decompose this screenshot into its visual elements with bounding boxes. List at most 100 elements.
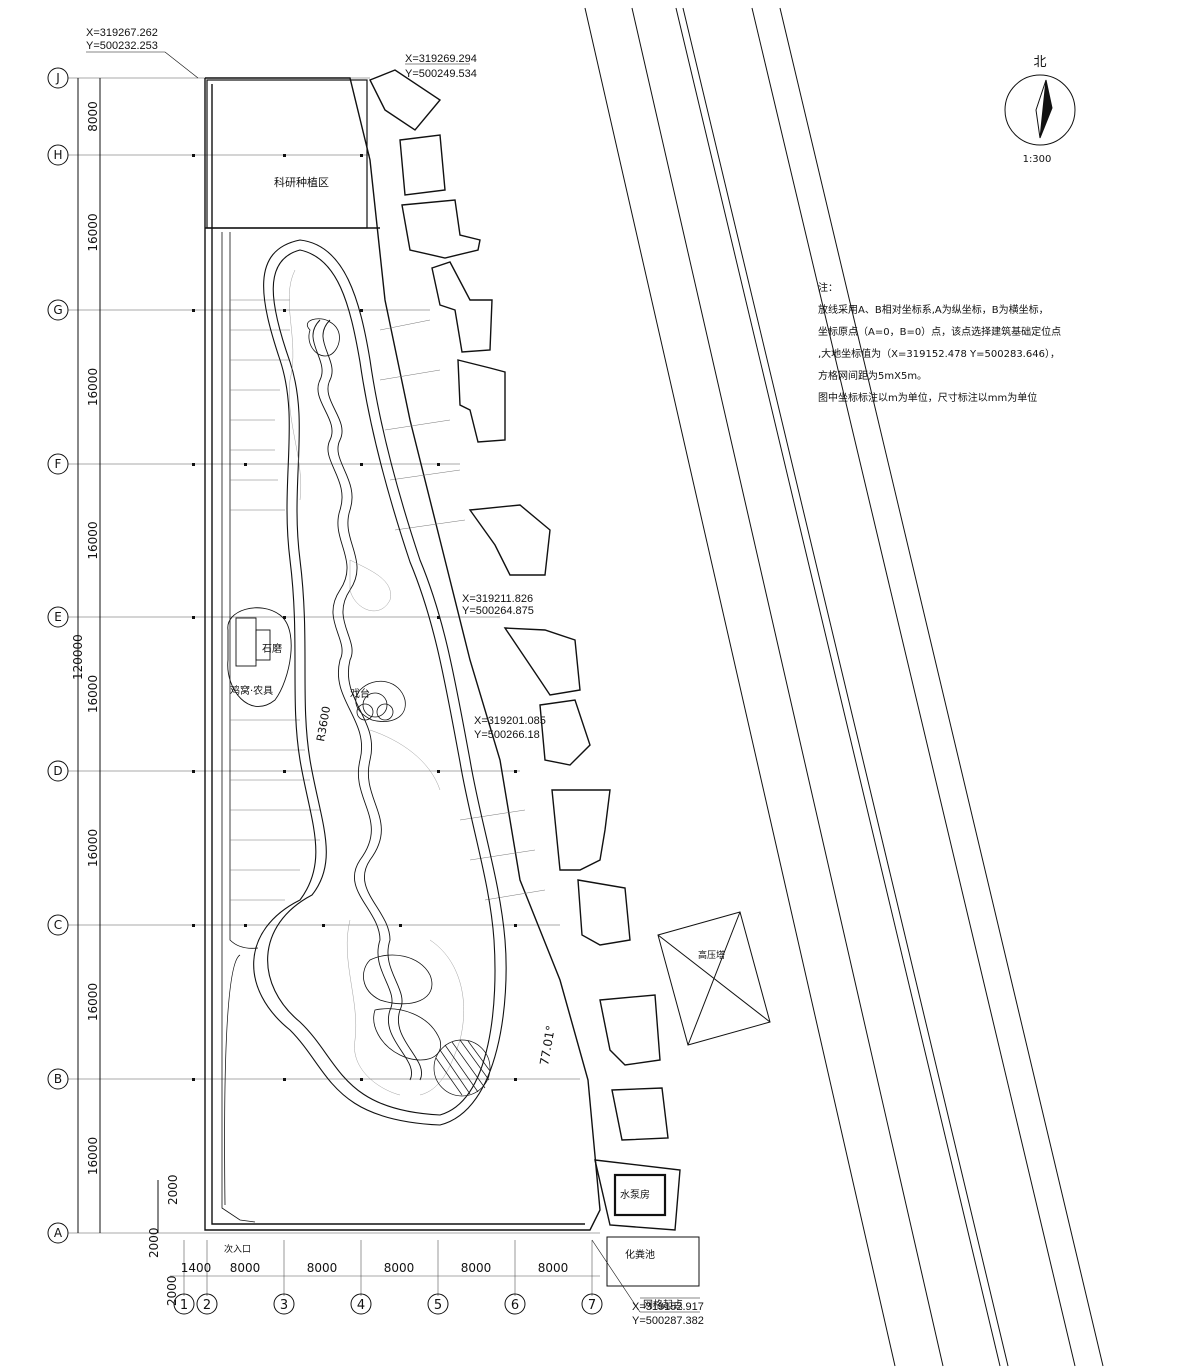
dim-2000-left-b: 2000 (165, 1275, 179, 1306)
inner-stream-path (312, 319, 423, 1081)
dim-2000-vertical: 2000 (166, 1174, 180, 1205)
row-marker-circle (47, 1222, 69, 1244)
row-dimension-text: 16000 (86, 521, 100, 559)
row-marker-circle (47, 760, 69, 782)
grid-origin-label: 网格起点 (643, 1298, 683, 1311)
left-dimension-chain (77, 78, 159, 1233)
column-dimension-text: 8000 (307, 1261, 338, 1275)
column-dimension-text: 8000 (384, 1261, 415, 1275)
row-dimension-text: 16000 (86, 983, 100, 1021)
notes-line-4: 方格网间距为5mX5m。 (818, 371, 928, 382)
row-marker-label: C (54, 918, 62, 932)
row-grid-lines (68, 77, 600, 1234)
column-dimension-text: 1400 (181, 1261, 212, 1275)
planting-stripes (230, 299, 546, 901)
row-marker-label: D (53, 764, 62, 778)
coord-middle-y: Y=500264.875 (462, 605, 534, 617)
coord-top-building-y: Y=500249.534 (405, 68, 477, 80)
coord-lower-middle-x: X=319201.085 (474, 715, 546, 727)
grid-points (192, 154, 517, 1081)
coord-bottom-y: Y=500287.382 (632, 1315, 704, 1327)
contour-lines (289, 269, 464, 1096)
coordinate-leaders (86, 51, 700, 1313)
column-marker-circle (173, 1293, 195, 1315)
row-marker-label: G (53, 303, 62, 317)
column-dimension-text: 8000 (461, 1261, 492, 1275)
research-zone-label: 科研种植区 (274, 175, 329, 189)
column-dimension-text: 8000 (538, 1261, 569, 1275)
column-marker-circle (273, 1293, 295, 1315)
notes-line-3: ,大地坐标值为（X=319152.478 Y=500283.646）， (818, 349, 1060, 360)
pump-house-outline (613, 1173, 667, 1217)
row-dimension-text: 16000 (86, 213, 100, 251)
overall-dimension: 120000 (71, 634, 85, 680)
row-marker-label: E (54, 610, 62, 624)
high-voltage-tower (657, 911, 771, 1046)
coord-top-building-x: X=319269.294 (405, 53, 477, 65)
column-dimension-texts: 1400 8000 8000 8000 8000 8000 (181, 1261, 569, 1275)
chicken-coop-area (227, 607, 292, 707)
coord-bottom-x: X=319152.917 (632, 1301, 704, 1313)
column-marker-label: 5 (434, 1298, 442, 1313)
north-arrow-icon (1004, 74, 1076, 146)
row-dimension-text: 16000 (86, 1137, 100, 1175)
pond-shapes (307, 318, 442, 1061)
research-zone-outline (206, 79, 368, 229)
column-grid-lines (170, 1240, 600, 1296)
column-marker-circle (350, 1293, 372, 1315)
coordinate-labels: X=319267.262 Y=500232.253 X=319269.294 Y… (86, 27, 704, 1327)
column-marker-label: 2 (203, 1298, 211, 1313)
pavilion-circles (356, 692, 394, 721)
row-markers: J H G F E D C B A (47, 67, 69, 1244)
arc-dimension-label: R3600 (314, 705, 333, 742)
row-dimension-text: 16000 (86, 675, 100, 713)
pavilion-label: 戏台 (350, 687, 370, 700)
stone-mill-label: 石磨 (262, 643, 282, 655)
road-lines (584, 7, 1104, 1367)
coord-lower-middle-y: Y=500266.18 (474, 729, 540, 741)
row-marker-label: B (54, 1072, 62, 1086)
coord-middle-x: X=319211.826 (462, 593, 533, 605)
column-marker-label: 6 (511, 1298, 519, 1313)
dim-2000-left-a: 2000 (147, 1227, 161, 1258)
row-marker-label: J (55, 71, 60, 85)
north-label: 北 (1033, 55, 1046, 70)
coord-top-left-y: Y=500232.253 (86, 40, 158, 52)
row-marker-circle (47, 67, 69, 89)
column-marker-circle (581, 1293, 603, 1315)
row-dimension-text: 8000 (86, 101, 100, 132)
row-marker-label: H (53, 148, 62, 162)
coord-top-left-x: X=319267.262 (86, 27, 158, 39)
row-marker-circle (47, 1068, 69, 1090)
scale-label: 1:300 (1023, 154, 1052, 165)
notes-line-5: 图中坐标标注以m为单位，尺寸标注以mm为单位 (818, 393, 1038, 404)
column-dimension-text: 8000 (230, 1261, 261, 1275)
row-marker-circle (47, 453, 69, 475)
angle-label: 77.01° (537, 1024, 558, 1066)
notes-heading: 注： (818, 283, 838, 294)
perimeter-paths (221, 232, 259, 1223)
notes-line-1: 放线采用A、B相对坐标系,A为纵坐标，B为横坐标， (818, 305, 1049, 316)
row-marker-circle (47, 144, 69, 166)
secondary-entrance-label: 次入口 (224, 1243, 251, 1255)
column-marker-label: 3 (280, 1298, 288, 1313)
column-marker-label: 1 (180, 1298, 188, 1313)
pump-house-label: 水泵房 (620, 1188, 650, 1201)
column-marker-circle (504, 1293, 526, 1315)
column-marker-label: 4 (357, 1298, 365, 1313)
notes-block: 注： 放线采用A、B相对坐标系,A为纵坐标，B为横坐标， 坐标原点（A=0，B=… (818, 278, 1118, 410)
notes-line-2: 坐标原点（A=0，B=0）点，该点选择建筑基础定位点 (818, 327, 1062, 338)
septic-tank-outline (606, 1236, 700, 1287)
column-marker-circle (427, 1293, 449, 1315)
row-marker-label: F (55, 457, 62, 471)
row-marker-circle (47, 606, 69, 628)
septic-tank-label: 化粪池 (625, 1248, 655, 1261)
central-loop-path (253, 239, 507, 1126)
row-marker-circle (47, 299, 69, 321)
row-dimension-text: 16000 (86, 368, 100, 406)
row-marker-label: A (54, 1226, 63, 1240)
high-voltage-tower-label: 高压塔 (698, 949, 725, 961)
